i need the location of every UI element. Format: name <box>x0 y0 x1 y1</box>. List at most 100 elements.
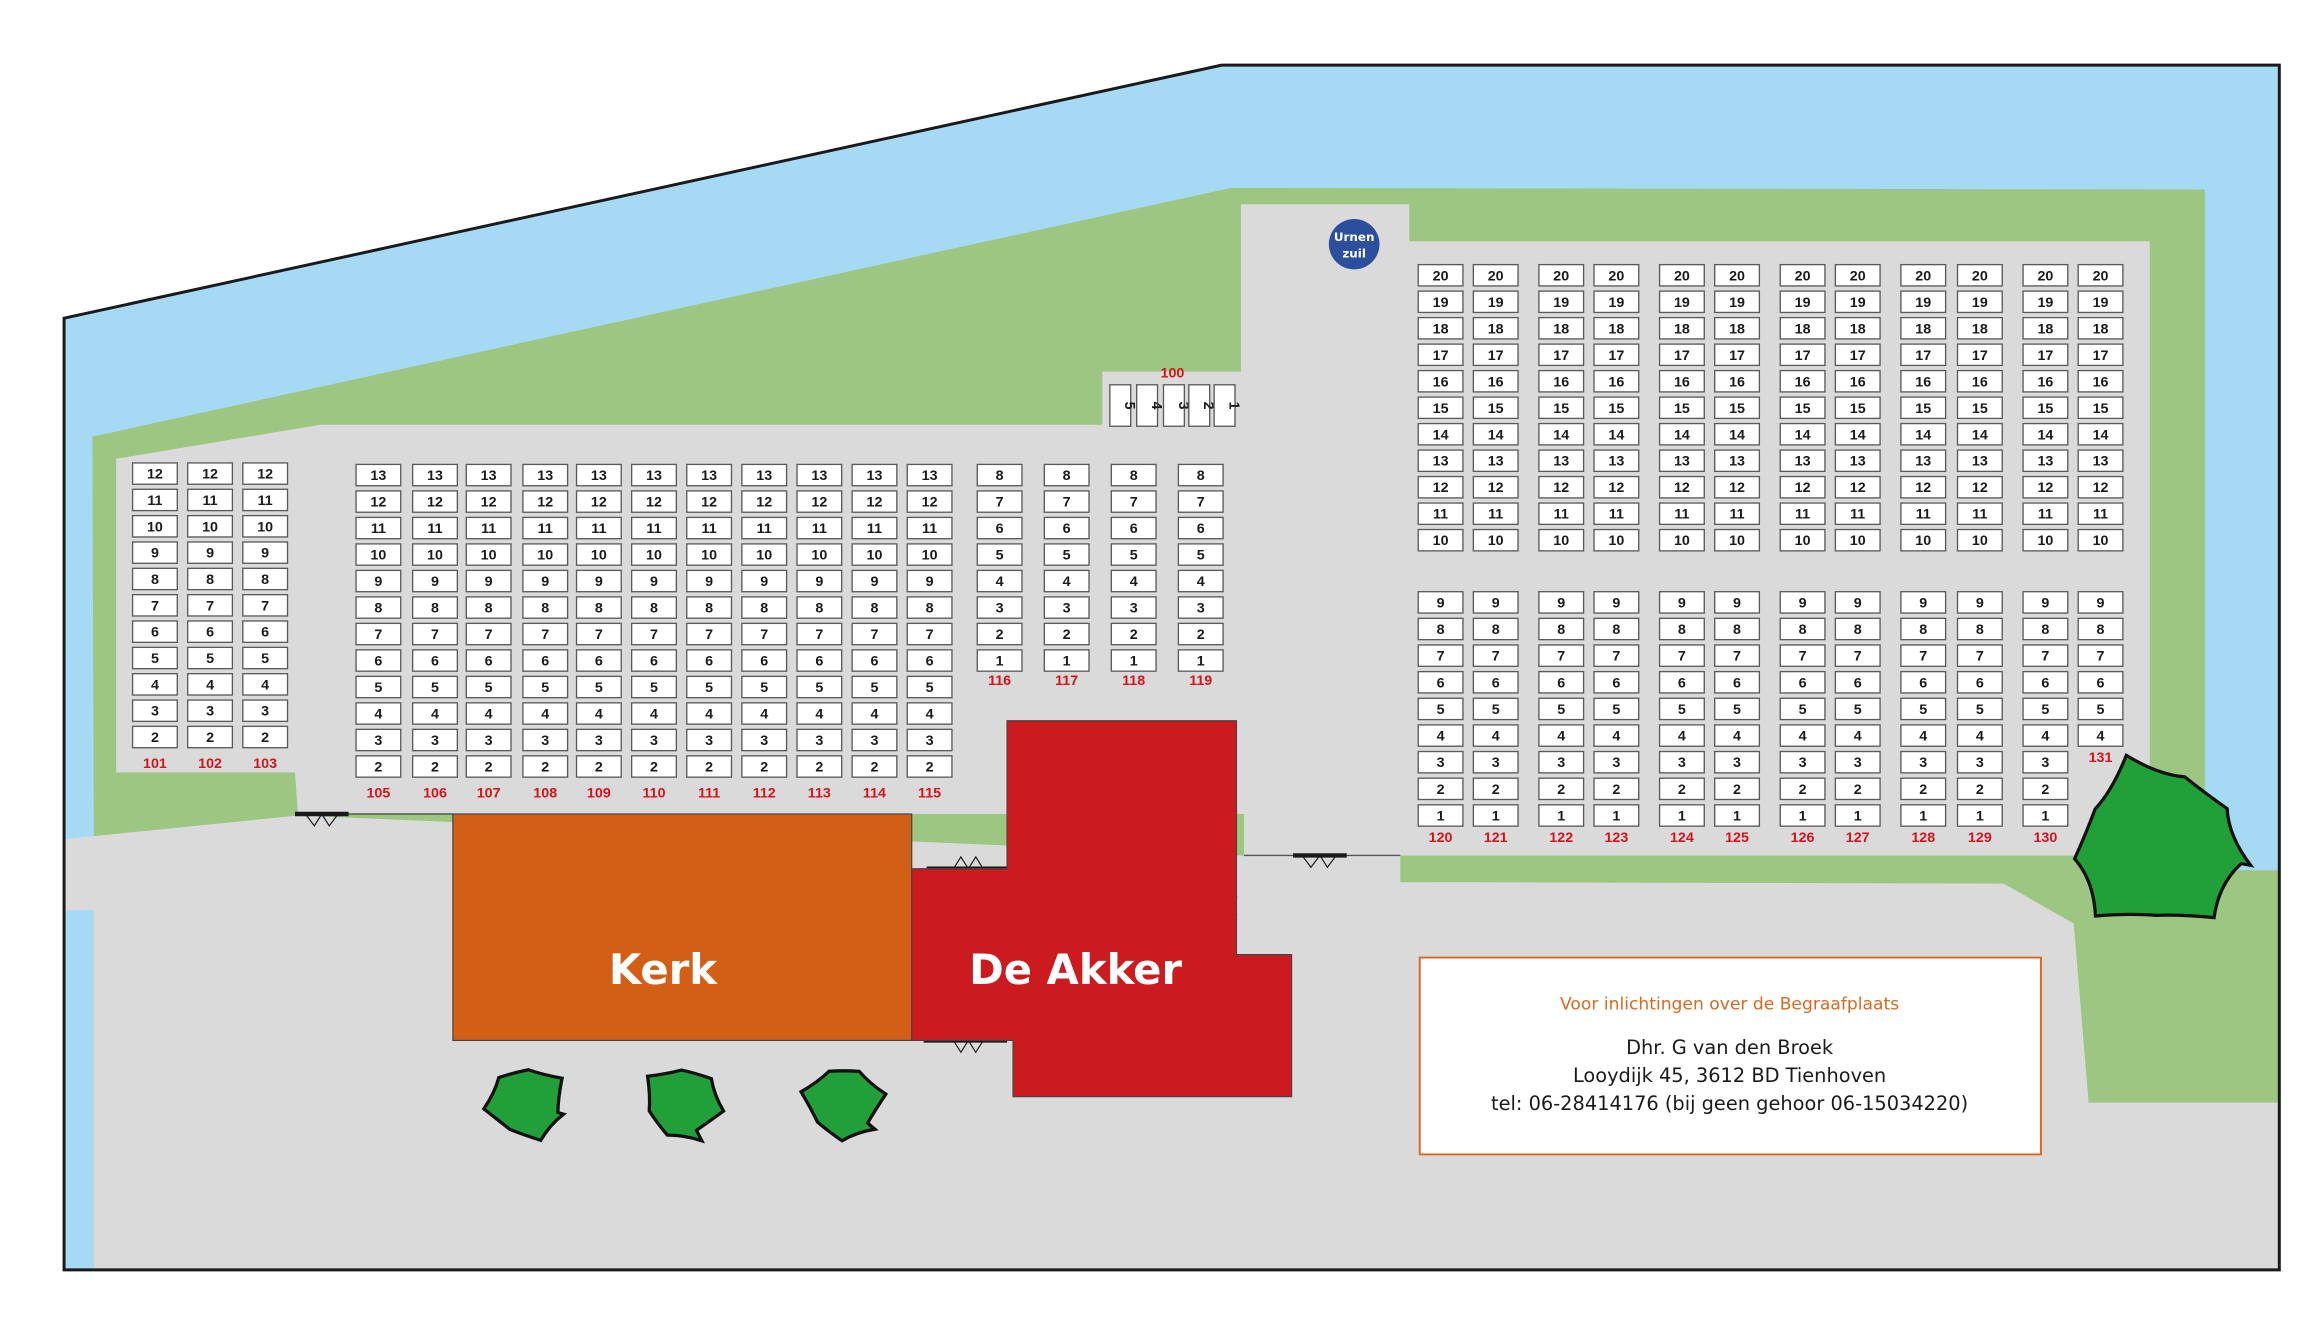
grave-plot[interactable]: 20 <box>1834 263 1881 287</box>
grave-plot[interactable]: 5 <box>465 675 512 699</box>
grave-box[interactable] <box>906 516 953 540</box>
grave-plot[interactable]: 9 <box>187 541 234 564</box>
grave-box[interactable] <box>1834 724 1881 747</box>
grave-plot[interactable]: 15 <box>2077 396 2124 420</box>
grave-box[interactable] <box>741 490 788 513</box>
grave-plot[interactable]: 14 <box>1714 422 1761 446</box>
grave-plot[interactable]: 5 <box>1714 697 1761 721</box>
grave-box[interactable] <box>1043 543 1090 566</box>
grave-box[interactable] <box>1593 475 1640 499</box>
grave-plot[interactable]: 16 <box>1834 369 1881 393</box>
grave-plot[interactable]: 4 <box>1834 724 1881 747</box>
grave-plot[interactable]: 2 <box>1593 777 1640 801</box>
grave-box[interactable] <box>1714 777 1761 801</box>
grave-box[interactable] <box>575 596 622 619</box>
grave-box[interactable] <box>1177 490 1224 513</box>
grave-box[interactable] <box>1472 750 1519 774</box>
grave-box[interactable] <box>1658 697 1705 721</box>
grave-plot[interactable]: 15 <box>1658 396 1705 420</box>
grave-box[interactable] <box>1714 343 1761 367</box>
grave-plot[interactable]: 9 <box>411 569 459 593</box>
grave-box[interactable] <box>355 569 402 593</box>
grave-box[interactable] <box>1472 591 1519 614</box>
grave-plot[interactable]: 8 <box>411 596 459 619</box>
grave-plot[interactable]: 11 <box>796 516 843 540</box>
grave-plot[interactable]: 15 <box>1417 396 1464 420</box>
grave-box[interactable] <box>686 675 733 699</box>
grave-plot[interactable]: 10 <box>1472 528 1519 552</box>
grave-box[interactable] <box>1417 343 1464 367</box>
grave-plot[interactable]: 7 <box>522 622 569 646</box>
grave-box[interactable] <box>796 463 843 487</box>
grave-plot[interactable]: 6 <box>575 649 622 672</box>
grave-box[interactable] <box>976 463 1023 487</box>
grave-box[interactable] <box>1658 502 1705 526</box>
grave-plot[interactable]: 20 <box>1658 263 1705 287</box>
grave-box[interactable] <box>131 593 178 617</box>
grave-plot[interactable]: 9 <box>630 569 678 593</box>
grave-plot[interactable]: 7 <box>1658 644 1705 667</box>
grave-plot[interactable]: 19 <box>1714 290 1761 314</box>
grave-box[interactable] <box>851 649 898 672</box>
grave-plot[interactable]: 12 <box>1834 475 1881 499</box>
grave-plot[interactable]: 12 <box>242 462 289 485</box>
grave-box[interactable] <box>411 543 459 566</box>
grave-plot[interactable]: 10 <box>1956 528 2003 552</box>
grave-plot[interactable]: 8 <box>2077 617 2124 641</box>
grave-box[interactable] <box>2022 502 2069 526</box>
grave-box[interactable] <box>355 675 402 699</box>
grave-box[interactable] <box>1779 777 1826 801</box>
grave-plot[interactable]: 13 <box>906 463 953 487</box>
grave-plot[interactable]: 5 <box>1109 384 1137 427</box>
grave-plot[interactable]: 6 <box>1593 670 1640 694</box>
grave-plot[interactable]: 7 <box>575 622 622 646</box>
grave-box[interactable] <box>1779 697 1826 721</box>
grave-box[interactable] <box>686 755 733 778</box>
grave-box[interactable] <box>1834 750 1881 774</box>
grave-box[interactable] <box>1956 475 2003 499</box>
grave-plot[interactable]: 15 <box>2022 396 2069 420</box>
grave-plot[interactable]: 3 <box>1043 596 1090 619</box>
grave-plot[interactable]: 8 <box>976 463 1023 487</box>
grave-box[interactable] <box>2022 449 2069 473</box>
grave-box[interactable] <box>906 755 953 778</box>
grave-box[interactable] <box>1834 316 1881 340</box>
grave-box[interactable] <box>630 490 678 513</box>
grave-box[interactable] <box>1658 528 1705 552</box>
grave-box[interactable] <box>1834 369 1881 393</box>
grave-box[interactable] <box>741 675 788 699</box>
grave-plot[interactable]: 1 <box>2022 804 2069 827</box>
grave-box[interactable] <box>1956 804 2003 827</box>
grave-plot[interactable]: 2 <box>1043 622 1090 646</box>
grave-plot[interactable]: 8 <box>575 596 622 619</box>
grave-box[interactable] <box>976 569 1023 593</box>
grave-plot[interactable]: 4 <box>796 702 843 725</box>
grave-plot[interactable]: 2 <box>976 622 1023 646</box>
grave-box[interactable] <box>1900 644 1947 667</box>
grave-plot[interactable]: 14 <box>1658 422 1705 446</box>
grave-box[interactable] <box>1538 475 1585 499</box>
grave-plot[interactable]: 5 <box>686 675 733 699</box>
grave-plot[interactable]: 5 <box>355 675 402 699</box>
grave-box[interactable] <box>1593 777 1640 801</box>
grave-box[interactable] <box>1593 263 1640 287</box>
grave-plot[interactable]: 16 <box>2077 369 2124 393</box>
grave-plot[interactable]: 2 <box>630 755 678 778</box>
grave-plot[interactable]: 14 <box>1900 422 1947 446</box>
grave-plot[interactable]: 16 <box>1714 369 1761 393</box>
grave-plot[interactable]: 10 <box>741 543 788 566</box>
grave-plot[interactable]: 10 <box>131 514 178 538</box>
grave-plot[interactable]: 17 <box>1900 343 1947 367</box>
grave-box[interactable] <box>686 702 733 725</box>
grave-box[interactable] <box>2077 475 2124 499</box>
grave-box[interactable] <box>1593 422 1640 446</box>
grave-box[interactable] <box>2077 697 2124 721</box>
grave-box[interactable] <box>741 569 788 593</box>
grave-plot[interactable]: 1 <box>976 649 1023 672</box>
grave-plot[interactable]: 5 <box>796 675 843 699</box>
grave-box[interactable] <box>2077 263 2124 287</box>
grave-box[interactable] <box>1956 422 2003 446</box>
grave-plot[interactable]: 11 <box>1538 502 1585 526</box>
grave-plot[interactable]: 4 <box>976 569 1023 593</box>
grave-plot[interactable]: 10 <box>1417 528 1464 552</box>
